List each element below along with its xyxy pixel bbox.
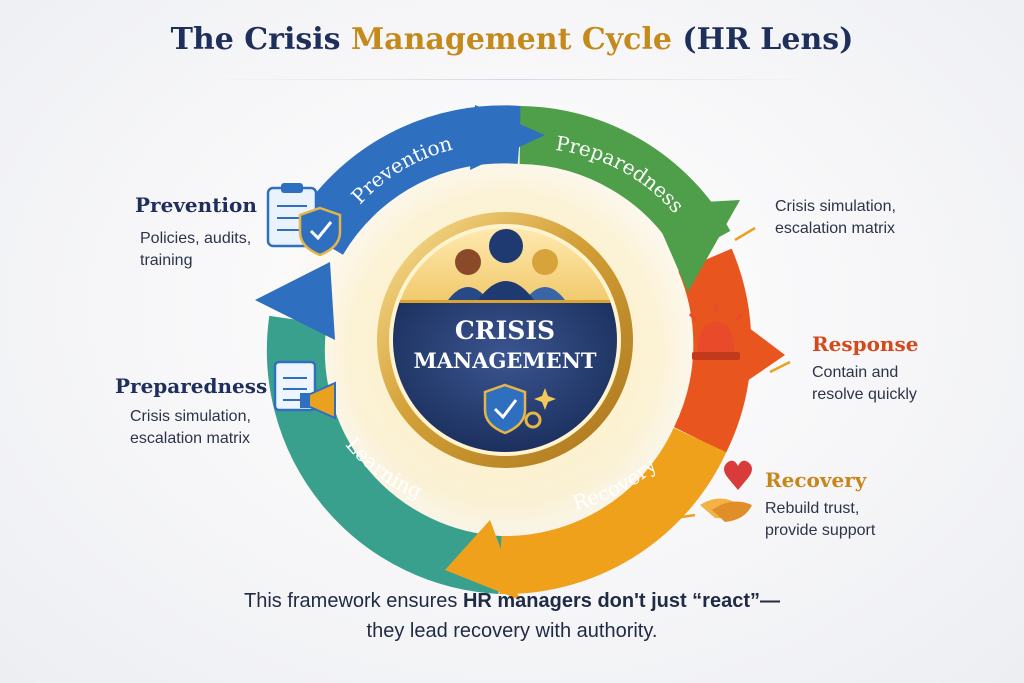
callout-recovery-text: Rebuild trust, provide support: [765, 498, 875, 542]
people-icon: [448, 229, 565, 300]
title-part-1: The Crisis: [170, 22, 341, 57]
footer-line-1-lead: This framework ensures: [243, 590, 463, 612]
ring-segment-recovery: [499, 427, 727, 595]
title-part-2: Management Cycle: [350, 22, 672, 57]
callout-response-text: Contain and resolve quickly: [812, 362, 917, 406]
callout-prevention-text: Policies, audits, training: [140, 228, 251, 272]
callout-prevention-line-1: Policies, audits,: [140, 230, 252, 247]
footer-line-2: they lead recovery with authority.: [366, 620, 658, 642]
callout-recovery-heading: Recovery: [765, 468, 867, 492]
callout-response-heading: Response: [812, 332, 919, 356]
callout-response-line-2: resolve quickly: [812, 386, 917, 403]
connector-arrow-mid: [769, 360, 791, 374]
shield-check-icon: [298, 206, 342, 257]
arrow-head-prevention: [470, 105, 545, 170]
title-divider: [200, 79, 824, 80]
megaphone-icon: [300, 381, 336, 420]
callout-response-line-1: Contain and: [812, 364, 899, 381]
alarm-light-icon: [688, 304, 744, 360]
callout-prevention-heading: Prevention: [135, 193, 257, 217]
arrow-head-recovery: [445, 520, 520, 600]
callout-preparedness-right-line-2: escalation matrix: [775, 220, 896, 237]
title-part-3: (HR Lens): [682, 22, 854, 57]
callout-recovery-line-1: Rebuild trust,: [765, 500, 860, 517]
arrow-head-preparedness: [650, 200, 740, 292]
callout-preparedness-line-2: escalation matrix: [130, 430, 251, 447]
sparkle-icon: [534, 388, 556, 410]
footer-line-1: This framework ensures HR managers don't…: [0, 590, 1024, 613]
connector-arrow-bottom: [661, 513, 696, 522]
center-title-line-2: MANAGEMENT: [413, 348, 596, 373]
callout-preparedness-line-1: Crisis simulation,: [130, 408, 251, 425]
callout-prevention-line-2: training: [140, 252, 193, 269]
gear-shield-icon: [483, 383, 542, 435]
footer-line-1-emphasis: HR managers don't just “react”—: [462, 590, 780, 612]
page-title: The Crisis Management Cycle (HR Lens): [0, 22, 1024, 57]
callout-recovery-line-2: provide support: [765, 522, 876, 539]
callout-preparedness-right-line-1: Crisis simulation,: [775, 198, 896, 215]
center-title-line-1: CRISIS: [455, 316, 555, 345]
arrow-head-learning: [255, 262, 335, 340]
callout-preparedness-heading: Preparedness: [115, 374, 268, 398]
handshake-heart-icon: [700, 460, 752, 522]
connector-arrow-top: [734, 226, 756, 242]
callout-preparedness-text: Crisis simulation, escalation matrix: [130, 406, 251, 450]
arrow-head-response: [712, 300, 785, 405]
callout-preparedness-right-text: Crisis simulation, escalation matrix: [775, 196, 896, 240]
